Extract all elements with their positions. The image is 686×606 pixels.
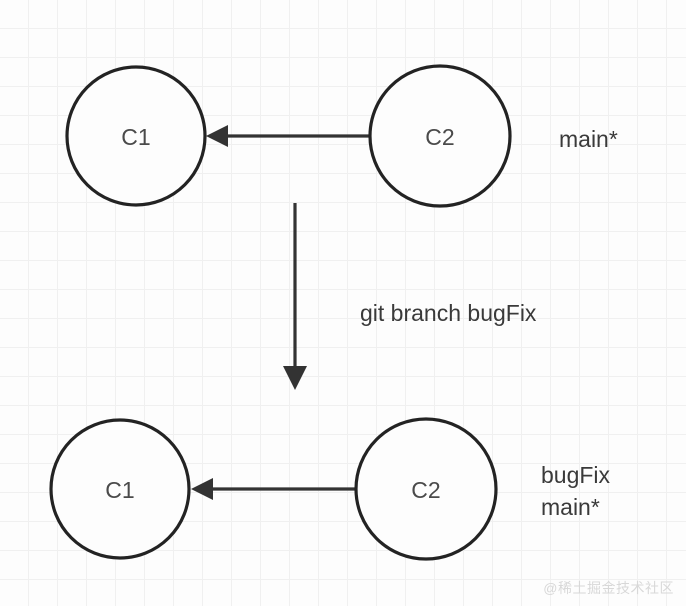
commit-label: C2 — [425, 124, 454, 150]
commit-circle — [49, 418, 191, 560]
commit-label: C1 — [105, 477, 134, 503]
commit-node-before-c2[interactable]: C2 — [368, 64, 512, 208]
commit-label: C2 — [411, 477, 440, 503]
commit-node-after-c1[interactable]: C1 — [49, 418, 191, 560]
branch-label-after-bugfix: bugFix — [541, 462, 611, 488]
commit-circle — [65, 65, 207, 207]
arrow-head-icon — [191, 478, 213, 500]
arrow-head-icon — [206, 125, 228, 147]
state-before: C1 C2 — [65, 64, 512, 208]
branch-labels-after: bugFix main* — [541, 459, 610, 523]
edge-after-c2-to-c1 — [191, 478, 356, 500]
arrow-head-icon — [283, 366, 307, 390]
branch-label-before-main: main* — [559, 126, 618, 152]
transition-arrow — [283, 203, 307, 390]
command-label-git-branch: git branch bugFix — [360, 300, 537, 326]
commit-label: C1 — [121, 124, 150, 150]
commit-circle — [354, 417, 498, 561]
commit-circle — [368, 64, 512, 208]
state-after: C1 C2 — [49, 417, 498, 561]
branch-label-after-main: main* — [541, 494, 600, 520]
edge-before-c2-to-c1 — [206, 125, 370, 147]
watermark: @稀土掘金技术社区 — [543, 580, 674, 596]
commit-node-before-c1[interactable]: C1 — [65, 65, 207, 207]
commit-node-after-c2[interactable]: C2 — [354, 417, 498, 561]
